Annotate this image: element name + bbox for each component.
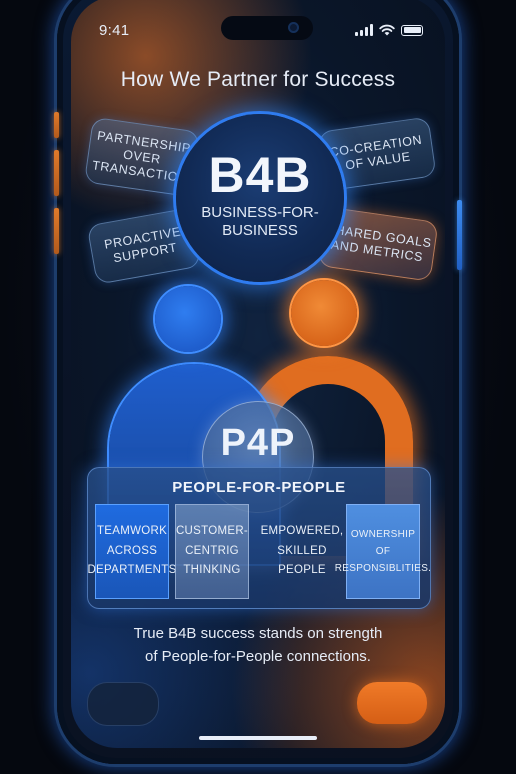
b4b-circle: B4B BUSINESS-FOR- BUSINESS bbox=[176, 114, 344, 282]
blue-person-head bbox=[155, 286, 221, 352]
tile-teamwork-across-departments: TEAMWORK ACROSS DEPARTMENTS bbox=[87, 504, 176, 599]
tile-ownership-of-responsibilities: OWNERSHIP OF RESPONSIBLITIES. bbox=[335, 504, 431, 599]
p4p-acronym: P4P bbox=[220, 422, 296, 464]
volume-up-button bbox=[54, 150, 59, 196]
status-time: 9:41 bbox=[99, 22, 130, 39]
dock-button-right[interactable] bbox=[357, 682, 427, 724]
dock-button-left[interactable] bbox=[87, 682, 159, 726]
dynamic-island bbox=[221, 16, 313, 40]
front-camera-icon bbox=[288, 22, 299, 33]
home-indicator[interactable] bbox=[199, 736, 317, 740]
tile-empowered-skilled-people: EMPOWERED, SKILLED PEOPLE bbox=[260, 525, 344, 577]
people-for-people-panel: PEOPLE-FOR-PEOPLE TEAMWORK ACROSS DEPART… bbox=[87, 467, 431, 609]
volume-down-button bbox=[54, 208, 59, 254]
b4b-acronym: B4B bbox=[208, 147, 312, 203]
orange-person-head bbox=[291, 280, 357, 346]
tile-customer-centric-thinking: CUSTOMER- CENTRIG THINKING bbox=[175, 504, 249, 599]
status-icons bbox=[355, 24, 423, 36]
power-button bbox=[457, 200, 462, 270]
panel-title: PEOPLE-FOR-PEOPLE bbox=[172, 479, 346, 496]
b4b-expansion: BUSINESS-FOR- BUSINESS bbox=[201, 204, 319, 239]
page-title: How We Partner for Success bbox=[120, 68, 396, 91]
phone-screen: 9:41 How We Partner for Success PARTNERS… bbox=[71, 0, 445, 748]
cellular-signal-icon bbox=[355, 24, 373, 36]
wifi-icon bbox=[379, 24, 395, 36]
footer-statement: True B4B success stands on strength of P… bbox=[133, 625, 383, 665]
battery-icon bbox=[401, 24, 423, 36]
mute-switch bbox=[54, 112, 59, 138]
